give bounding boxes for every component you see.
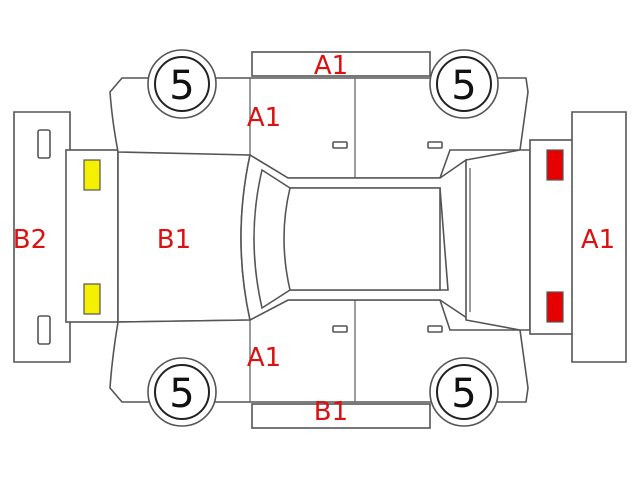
wheel-rear-right-label: 5 — [451, 371, 476, 417]
front-lamp-right — [83, 283, 101, 315]
wheel-rear-left-label: 5 — [451, 63, 476, 109]
code-lower-door: A1 — [247, 343, 281, 373]
roof-side-bottom — [251, 403, 431, 429]
wheel-rear-left: 5 — [429, 49, 499, 119]
wheel-front-right-label: 5 — [169, 371, 194, 417]
wheel-front-left-label: 5 — [169, 63, 194, 109]
code-rear-bumper: A1 — [581, 225, 615, 255]
trunk — [465, 149, 531, 331]
wheel-front-right: 5 — [147, 357, 217, 427]
front-lamp-panel — [65, 149, 119, 323]
code-bonnet: B1 — [157, 225, 191, 255]
wheel-rear-right: 5 — [429, 357, 499, 427]
rear-lamp-right — [546, 291, 564, 323]
rear-bumper — [571, 111, 627, 363]
code-roof-side-top: A1 — [314, 51, 348, 81]
cabin — [240, 153, 471, 322]
roof-side-top — [251, 51, 431, 77]
rear-lamp-left — [546, 149, 564, 181]
wheel-front-left: 5 — [147, 49, 217, 119]
code-front-bumper: B2 — [13, 225, 47, 255]
front-lamp-left — [83, 159, 101, 191]
code-roof-side-bottom: B1 — [314, 397, 348, 427]
front-bumper — [13, 111, 71, 363]
rear-lamp-panel — [529, 139, 577, 335]
code-upper-door: A1 — [247, 103, 281, 133]
